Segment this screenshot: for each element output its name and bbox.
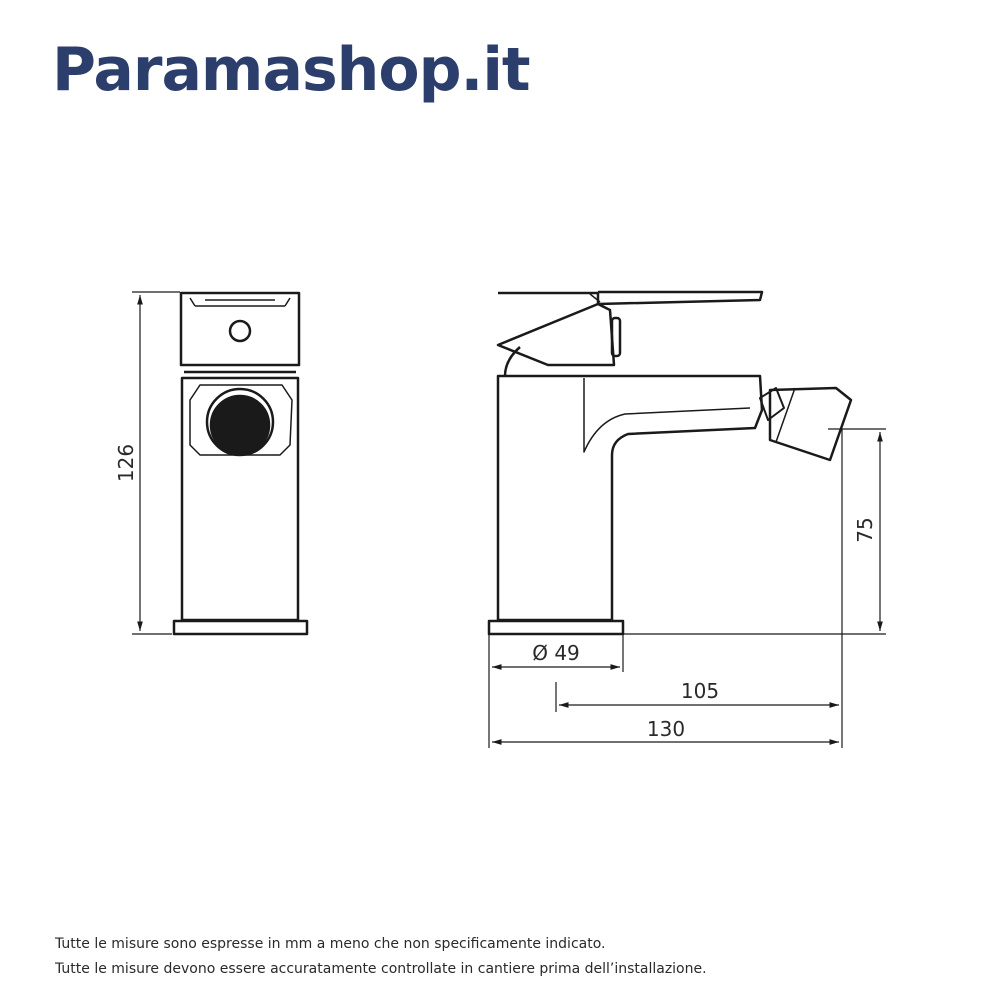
front-aerator-bracket bbox=[189, 384, 293, 456]
label-height-front: 126 bbox=[114, 444, 138, 482]
side-spout-inner bbox=[583, 378, 751, 453]
front-handle-hole bbox=[228, 319, 252, 343]
footer-notes: Tutte le misure sono espresse in mm a me… bbox=[55, 932, 707, 982]
dimension-height-front bbox=[132, 291, 180, 635]
dimension-spout-reach bbox=[555, 429, 843, 748]
dimension-spout-height bbox=[623, 428, 886, 635]
front-handle-bevel bbox=[189, 297, 291, 307]
side-lever-detail bbox=[589, 293, 601, 303]
side-aerator-ring bbox=[775, 387, 796, 443]
front-base bbox=[172, 619, 309, 636]
side-lever bbox=[496, 290, 764, 367]
side-view bbox=[487, 290, 853, 636]
label-spout-height: 75 bbox=[853, 517, 877, 542]
label-base-diameter: Ø 49 bbox=[532, 641, 580, 665]
side-body bbox=[496, 374, 764, 622]
front-aerator-face bbox=[209, 394, 271, 456]
label-total-depth: 130 bbox=[647, 717, 685, 741]
side-aerator bbox=[768, 386, 853, 462]
note-line-1: Tutte le misure sono espresse in mm a me… bbox=[55, 936, 606, 952]
front-view bbox=[172, 291, 309, 636]
front-handle-head bbox=[179, 291, 301, 367]
brand-logo-text: Paramashop.it bbox=[52, 35, 531, 105]
label-spout-reach: 105 bbox=[681, 679, 719, 703]
note-line-2: Tutte le misure devono essere accuratame… bbox=[55, 961, 707, 977]
side-aerator-connector bbox=[759, 387, 785, 421]
side-pivot-knob bbox=[610, 316, 622, 358]
side-neck bbox=[503, 346, 521, 377]
side-base bbox=[487, 619, 625, 636]
dimension-base-diameter bbox=[488, 634, 624, 748]
